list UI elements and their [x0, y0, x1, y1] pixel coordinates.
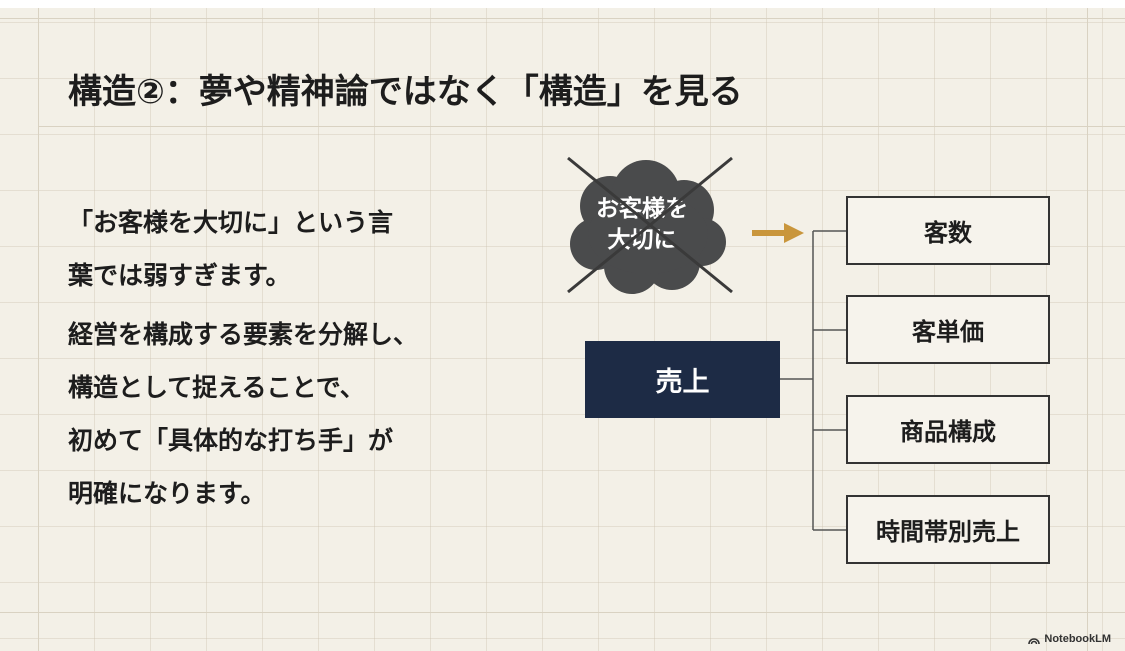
right-margin-rule — [1087, 8, 1088, 651]
child-node-sales-by-time: 時間帯別売上 — [846, 495, 1050, 564]
body-paragraph-1: 「お客様を大切に」という言 葉では弱すぎます。 — [68, 196, 528, 302]
child-node-average-spend: 客単価 — [846, 295, 1050, 364]
body-line: 「お客様を大切に」という言 — [68, 208, 394, 237]
body-line: 葉では弱すぎます。 — [68, 261, 291, 290]
body-line: 構造として捉えることで、 — [68, 373, 365, 402]
notebooklm-logo: NotebookLM — [1028, 633, 1111, 645]
header-divider — [38, 126, 1125, 127]
slide-title: 構造②：夢や精神論ではなく「構造」を見る — [68, 72, 743, 112]
notebooklm-logo-icon — [1028, 637, 1041, 644]
body-paragraph-2: 経営を構成する要素を分解し、 構造として捉えることで、 初めて「具体的な打ち手」… — [68, 308, 528, 520]
header-top-rule — [0, 18, 1125, 19]
left-margin-rule — [38, 8, 39, 651]
body-text: 「お客様を大切に」という言 葉では弱すぎます。 経営を構成する要素を分解し、 構… — [68, 196, 528, 520]
footer-rule — [0, 612, 1125, 613]
root-node-sales: 売上 — [585, 341, 780, 418]
rejected-idea-cloud: お客様を 大切に — [560, 150, 740, 300]
body-line: 明確になります。 — [68, 479, 266, 508]
arrow-right-icon — [752, 223, 804, 243]
child-node-product-mix: 商品構成 — [846, 395, 1050, 464]
body-line: 経営を構成する要素を分解し、 — [68, 320, 419, 349]
logo-text: NotebookLM — [1044, 633, 1111, 645]
body-line: 初めて「具体的な打ち手」が — [68, 426, 394, 455]
cross-out-icon — [567, 156, 733, 294]
child-node-customer-count: 客数 — [846, 196, 1050, 265]
cloud-shape-icon — [570, 160, 726, 294]
